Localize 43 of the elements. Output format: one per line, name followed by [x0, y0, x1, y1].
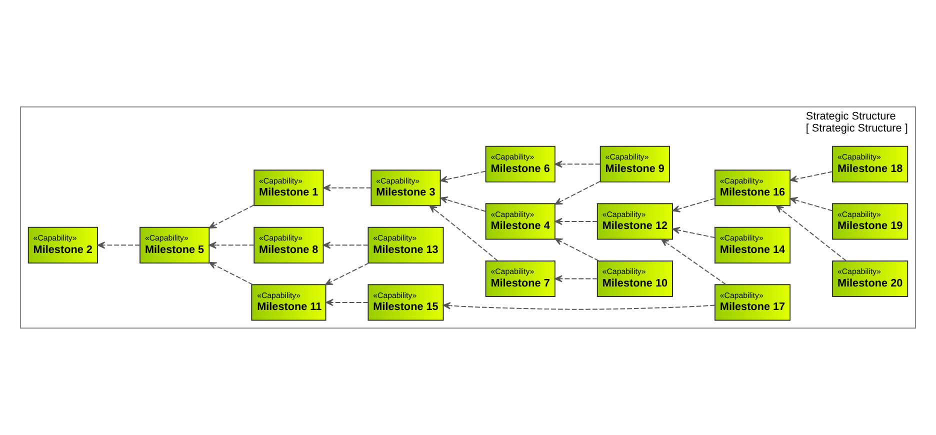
arrow	[208, 242, 255, 249]
node-box: «Capability» Milestone 18	[832, 146, 908, 182]
arrow	[790, 171, 833, 182]
node-box: «Capability» Milestone 16	[714, 170, 791, 206]
node-box: «Capability» Milestone 13	[368, 226, 444, 264]
node-box: «Capability» Milestone 3	[370, 170, 441, 206]
arrow	[208, 204, 255, 228]
arrow	[554, 275, 598, 282]
node-box: «Capability» Milestone 4	[485, 203, 556, 240]
arrow	[442, 302, 716, 310]
arrow	[97, 242, 140, 249]
node-box: «Capability» Milestone 1	[254, 170, 324, 206]
node-box: «Capability» Milestone 5	[140, 226, 210, 264]
node-box: «Capability» Milestone 19	[832, 203, 908, 240]
arrow	[672, 226, 716, 238]
node-box: «Capability» Milestone 10	[596, 260, 673, 298]
arrow	[323, 184, 372, 192]
node-box: «Capability» Milestone 2	[28, 226, 98, 264]
node-box: «Capability» Milestone 14	[714, 226, 791, 264]
arrow	[554, 218, 598, 226]
node-box: «Capability» Milestone 15	[368, 284, 444, 321]
arrow	[326, 298, 369, 306]
arrow	[661, 238, 726, 285]
arrow	[790, 196, 833, 212]
node-box: «Capability» Milestone 17	[714, 284, 791, 321]
arrow	[440, 196, 486, 212]
node-box: «Capability» Milestone 12	[596, 203, 673, 240]
arrow	[554, 238, 600, 262]
node-box: «Capability» Milestone 20	[832, 260, 908, 298]
arrow	[672, 198, 716, 212]
node-box: «Capability» Milestone 8	[254, 226, 324, 264]
arrow	[440, 170, 486, 183]
node-box: «Capability» Milestone 7	[485, 260, 556, 298]
node-box: «Capability» Milestone 11	[251, 284, 326, 321]
arrow	[429, 205, 498, 262]
arrow	[554, 160, 601, 168]
arrow	[208, 262, 254, 286]
arrow	[324, 262, 370, 286]
node-box: «Capability» Milestone 9	[600, 146, 670, 182]
node-box: «Capability» Milestone 6	[485, 146, 556, 182]
arrow	[554, 180, 601, 205]
arrow	[322, 242, 369, 249]
arrow	[776, 205, 847, 262]
